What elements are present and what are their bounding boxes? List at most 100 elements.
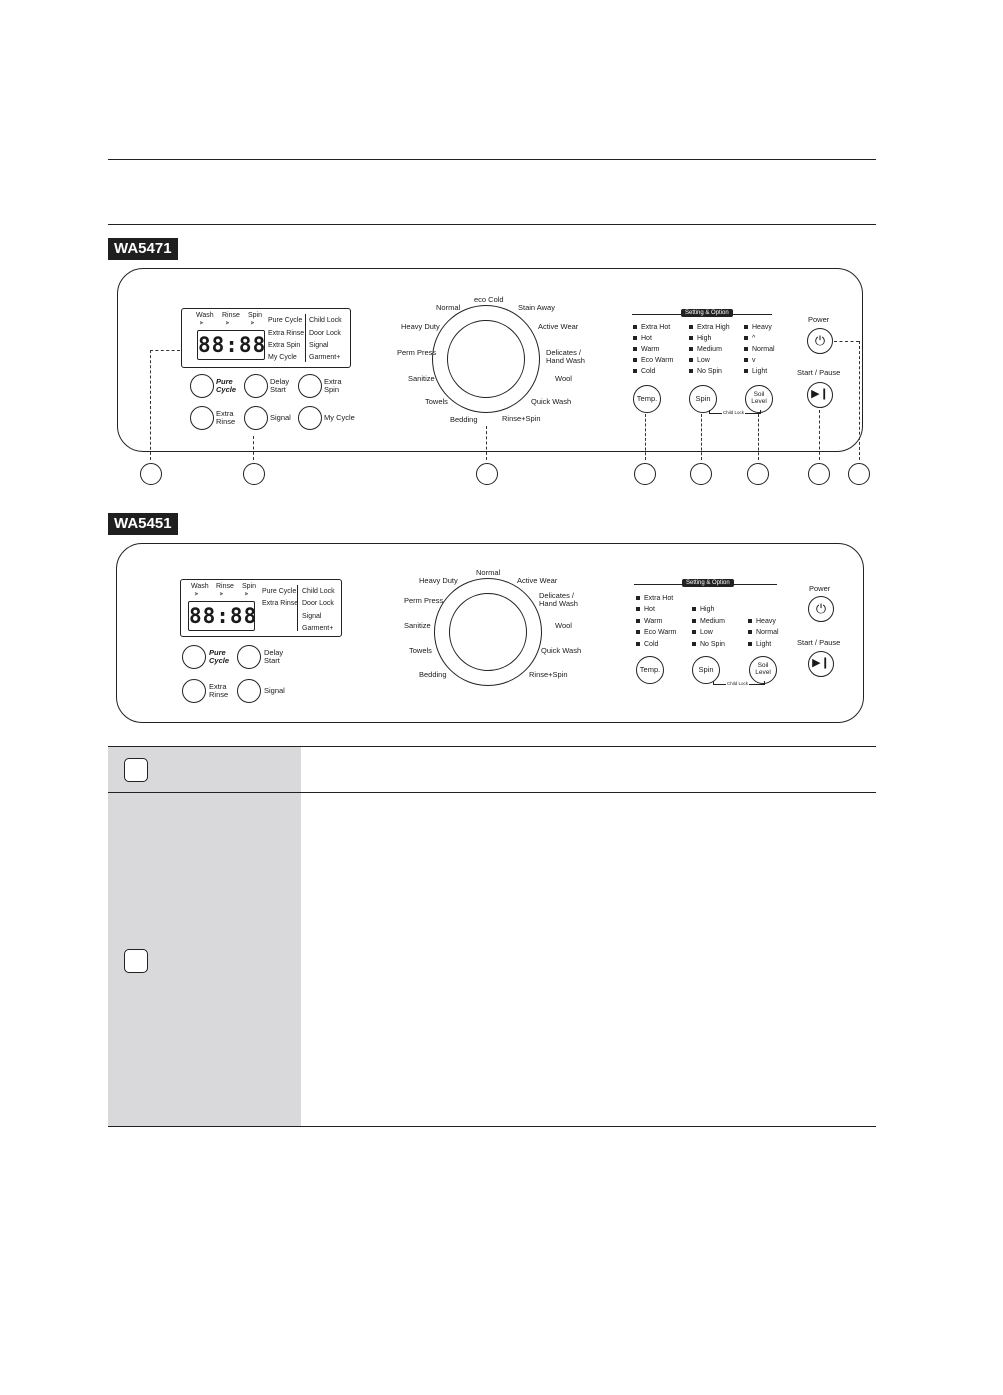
spin-button[interactable]: Spin [689,385,717,413]
delay-start-button[interactable] [237,645,261,669]
dial-label-sanitize: Sanitize [408,374,435,383]
pure-cycle-label: Pure [209,648,226,657]
dial-label-bedding: Bedding [450,415,478,424]
extra-rinse-label-2: Rinse [216,417,236,426]
callout-7 [808,463,830,485]
play-pause-icon: ▶❙ [811,388,829,401]
callout-3 [476,463,498,485]
cycle-dial[interactable] [432,305,540,413]
dial-label-sanitize: Sanitize [404,621,431,630]
temp-option-eco-warm: Eco Warm [636,629,676,636]
extra-spin-label-2: Spin [324,385,340,394]
dial-label-rinse-spin: Rinse+Spin [529,670,568,679]
display-panel [180,579,342,637]
dial-label-heavy-duty: Heavy Duty [419,576,458,585]
spin-indicator: Spin [248,312,263,319]
dial-label-towels: Towels [425,397,448,406]
rinse-indicator: Rinse [216,583,234,590]
start-pause-label: Start / Pause [797,368,841,377]
spin-indicator: Spin [242,583,257,590]
status-door-lock: Door Lock [302,600,334,607]
spin-option-no-spin: No Spin [689,368,722,375]
cycle-dial-knob[interactable] [447,320,525,398]
dial-label-stain-away: Stain Away [518,303,555,312]
power-label: Power [808,315,830,324]
power-button[interactable]: ⏻ [807,328,833,354]
rinse-arrow-icon: ⪢ [226,320,230,326]
spin-arrow-icon: ⪢ [251,320,255,326]
signal-button[interactable] [244,406,268,430]
leader-line [701,414,702,460]
dial-label-eco-cold: eco Cold [474,295,504,304]
status-garment: Garment+ [309,354,341,361]
display-panel [181,308,351,368]
temp-button[interactable]: Temp. [633,385,661,413]
child-lock-label: Child Lock [722,410,746,416]
signal-button[interactable] [237,679,261,703]
model-label-wa5471: WA5471 [108,238,178,260]
leader-line [859,341,860,460]
soil-level-button[interactable]: Soil Level [749,656,777,684]
header-rule-top [108,159,876,160]
extra-rinse-label: Extra [216,409,234,418]
temp-option-cold: Cold [633,368,655,375]
extra-rinse-button[interactable] [182,679,206,703]
dial-label-wool: Wool [555,374,572,383]
delay-start-button[interactable] [244,374,268,398]
extra-rinse-button[interactable] [190,406,214,430]
child-lock-label: Child Lock [726,681,750,687]
model-label-wa5451: WA5451 [108,513,178,535]
spin-button[interactable]: Spin [692,656,720,684]
dial-label-delicates: Delicates / Hand Wash [539,591,578,608]
soil-option-heavy: Heavy [744,324,772,331]
status-garment: Garment+ [302,625,334,632]
pure-cycle-button[interactable] [182,645,206,669]
extra-spin-button[interactable] [298,374,322,398]
extra-rinse-label: Extra [209,682,227,691]
status-my-cycle: My Cycle [268,354,297,361]
leader-line [645,414,646,460]
pure-cycle-label-2: Cycle [209,656,230,665]
play-pause-icon: ▶❙ [812,657,830,670]
start-pause-button[interactable]: ▶❙ [807,382,833,408]
wash-arrow-icon: ⪢ [195,591,199,597]
dial-label-active-wear: Active Wear [517,576,558,585]
leader-line [819,410,820,460]
status-signal: Signal [302,613,322,620]
start-pause-label: Start / Pause [797,638,841,647]
soil-option-light: Light [744,368,767,375]
dial-label-bedding: Bedding [419,670,447,679]
dial-label-delicates: Delicates / Hand Wash [546,348,585,365]
cycle-dial[interactable] [434,578,542,686]
table-row [108,793,876,1126]
rinse-indicator: Rinse [222,312,240,319]
header-rule-bottom [108,224,876,225]
cycle-dial-knob[interactable] [449,593,527,671]
delay-start-label-2: Start [270,385,286,394]
my-cycle-label: My Cycle [324,413,355,422]
dial-label-active-wear: Active Wear [538,322,579,331]
extra-rinse-label-2: Rinse [209,690,229,699]
status-extra-rinse: Extra Rinse [262,600,299,607]
spin-option-low: Low [689,357,710,364]
leader-line [758,414,759,460]
pure-cycle-button[interactable] [190,374,214,398]
display-divider [305,314,306,362]
rinse-arrow-icon: ⪢ [220,591,224,597]
signal-label: Signal [270,413,291,422]
callout-8 [848,463,870,485]
start-pause-button[interactable]: ▶❙ [808,651,834,677]
my-cycle-button[interactable] [298,406,322,430]
soil-level-button[interactable]: Soil Level [745,385,773,413]
spin-option-low: Low [692,629,713,636]
soil-option-up: ^ [744,335,755,342]
temp-button[interactable]: Temp. [636,656,664,684]
table-rule [108,792,876,793]
callout-5 [690,463,712,485]
settings-title: Setting & Option [682,579,734,587]
settings-title: Setting & Option [681,309,733,317]
dial-label-perm-press: Perm Press [404,596,444,605]
wash-indicator: Wash [196,312,214,319]
power-button[interactable]: ⏻ [808,596,834,622]
pure-cycle-label-2: Cycle [216,385,237,394]
